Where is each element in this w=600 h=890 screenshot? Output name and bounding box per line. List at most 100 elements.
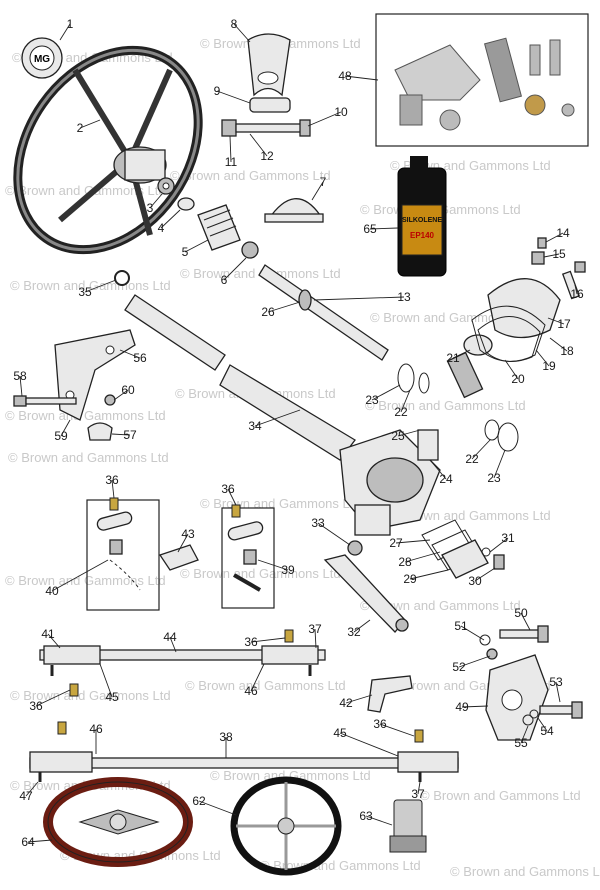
callout-label: 48 bbox=[338, 69, 352, 83]
callout-label: 57 bbox=[123, 428, 137, 442]
tie-rod-end-kit-inset-2 bbox=[221, 507, 275, 609]
leader-line bbox=[47, 633, 61, 649]
leader-line bbox=[113, 389, 129, 401]
leader-line bbox=[400, 389, 411, 413]
watermark-layer: © Brown and Gammons Ltd © Brown and Gammo… bbox=[5, 36, 600, 879]
callout-label: 30 bbox=[468, 574, 482, 588]
callout-label: 25 bbox=[391, 429, 405, 443]
grease-nipples-part bbox=[57, 497, 424, 743]
callout-label: 36 bbox=[105, 473, 119, 487]
leader-line bbox=[223, 257, 247, 281]
leader-line bbox=[250, 637, 286, 643]
callout-label: 14 bbox=[556, 226, 570, 240]
leader-line bbox=[471, 439, 491, 460]
callout-label: 63 bbox=[359, 809, 373, 823]
callout-label: 58 bbox=[13, 369, 27, 383]
callout-label: 13 bbox=[397, 290, 411, 304]
leader-line bbox=[543, 253, 560, 258]
callout-label: 49 bbox=[455, 700, 469, 714]
callout-label: 53 bbox=[549, 675, 563, 689]
watermark-text: © Brown and Gammons Ltd bbox=[180, 566, 341, 581]
leader-line bbox=[311, 181, 324, 201]
dome-cap-part bbox=[264, 198, 324, 223]
plate-bolt-lower-part bbox=[522, 701, 583, 726]
steering-box-part bbox=[339, 429, 441, 536]
leader-line bbox=[549, 337, 568, 352]
leader-line bbox=[307, 111, 342, 127]
callout-label: 46 bbox=[244, 684, 258, 698]
callout-label: 24 bbox=[439, 472, 453, 486]
callout-label: 55 bbox=[514, 736, 528, 750]
watermark-text: © Brown and Gammons Ltd bbox=[200, 496, 361, 511]
bottle-label-line2: EP140 bbox=[410, 231, 435, 240]
watermark-text: © Brown and Gammons Ltd bbox=[450, 864, 600, 879]
leader-line bbox=[184, 239, 209, 253]
leader-line bbox=[547, 317, 565, 325]
callout-label: 16 bbox=[570, 287, 584, 301]
callout-label: 26 bbox=[261, 305, 275, 319]
leader-line bbox=[313, 296, 405, 301]
leader-line bbox=[520, 725, 529, 744]
leader-line bbox=[353, 619, 371, 633]
leader-line bbox=[474, 567, 496, 582]
leader-line bbox=[254, 409, 301, 427]
watermark-text: © Brown and Gammons Ltd bbox=[185, 678, 346, 693]
callout-label: 12 bbox=[260, 149, 274, 163]
leader-line bbox=[489, 537, 509, 553]
watermark-text: © Brown and Gammons Ltd bbox=[170, 168, 331, 183]
callout-label: 5 bbox=[182, 245, 189, 259]
watermark-text: © Brown and Gammons Ltd bbox=[8, 450, 169, 465]
callout-label: 19 bbox=[542, 359, 556, 373]
flange-gaskets-part bbox=[421, 519, 489, 579]
cover-plate-part bbox=[471, 278, 561, 362]
leader-line bbox=[51, 559, 109, 592]
leader-line bbox=[461, 705, 489, 708]
leader-line bbox=[249, 133, 268, 157]
callout-label: 51 bbox=[454, 619, 468, 633]
leader-line bbox=[520, 612, 531, 631]
watermark-text: © Brown and Gammons Ltd bbox=[5, 408, 166, 423]
leader-line bbox=[27, 839, 53, 843]
callout-label: 54 bbox=[540, 724, 554, 738]
leader-line bbox=[227, 488, 237, 506]
cover-bolt-part bbox=[561, 261, 586, 300]
spacer-tube-part bbox=[249, 97, 291, 113]
callout-label: 11 bbox=[225, 155, 238, 169]
leader-line bbox=[371, 384, 401, 401]
callout-label: 38 bbox=[219, 730, 233, 744]
inner-column-shaft-part bbox=[258, 264, 389, 361]
callout-label: 46 bbox=[89, 722, 103, 736]
callout-label: 18 bbox=[560, 344, 574, 358]
leader-line bbox=[574, 284, 578, 295]
callout-label: 37 bbox=[308, 622, 322, 636]
leader-line bbox=[344, 75, 379, 81]
black-steering-wheel-part bbox=[230, 776, 342, 876]
bracket-nut-part bbox=[104, 394, 116, 406]
leader-line bbox=[119, 349, 141, 359]
leader-line bbox=[216, 90, 251, 104]
leader-line bbox=[365, 815, 393, 826]
tie-rod-upper-part bbox=[39, 645, 326, 676]
leader-line bbox=[84, 279, 117, 293]
leader-line bbox=[59, 23, 71, 41]
leader-line bbox=[555, 681, 561, 703]
callout-label: 35 bbox=[78, 285, 92, 299]
leader-line bbox=[177, 533, 189, 553]
bottle-label-line1: SILKOLENE bbox=[402, 217, 442, 224]
callout-label: 62 bbox=[192, 794, 206, 808]
callout-label: 32 bbox=[347, 625, 361, 639]
tie-rod-end-kit-inset bbox=[86, 499, 160, 611]
leader-line bbox=[111, 433, 131, 436]
leader-line bbox=[429, 459, 447, 480]
callout-label: 44 bbox=[163, 630, 177, 644]
callout-label: 7 bbox=[320, 175, 327, 189]
callout-label: 41 bbox=[41, 627, 55, 641]
leader-line bbox=[60, 419, 71, 437]
callout-label: 65 bbox=[363, 222, 377, 236]
watermark-text: © Brown and Gammons Ltd bbox=[365, 398, 526, 413]
callout-label: 9 bbox=[214, 84, 221, 98]
leader-line bbox=[317, 522, 351, 546]
column-clamp-part bbox=[247, 33, 291, 97]
clamp-bolt-part bbox=[221, 119, 311, 137]
